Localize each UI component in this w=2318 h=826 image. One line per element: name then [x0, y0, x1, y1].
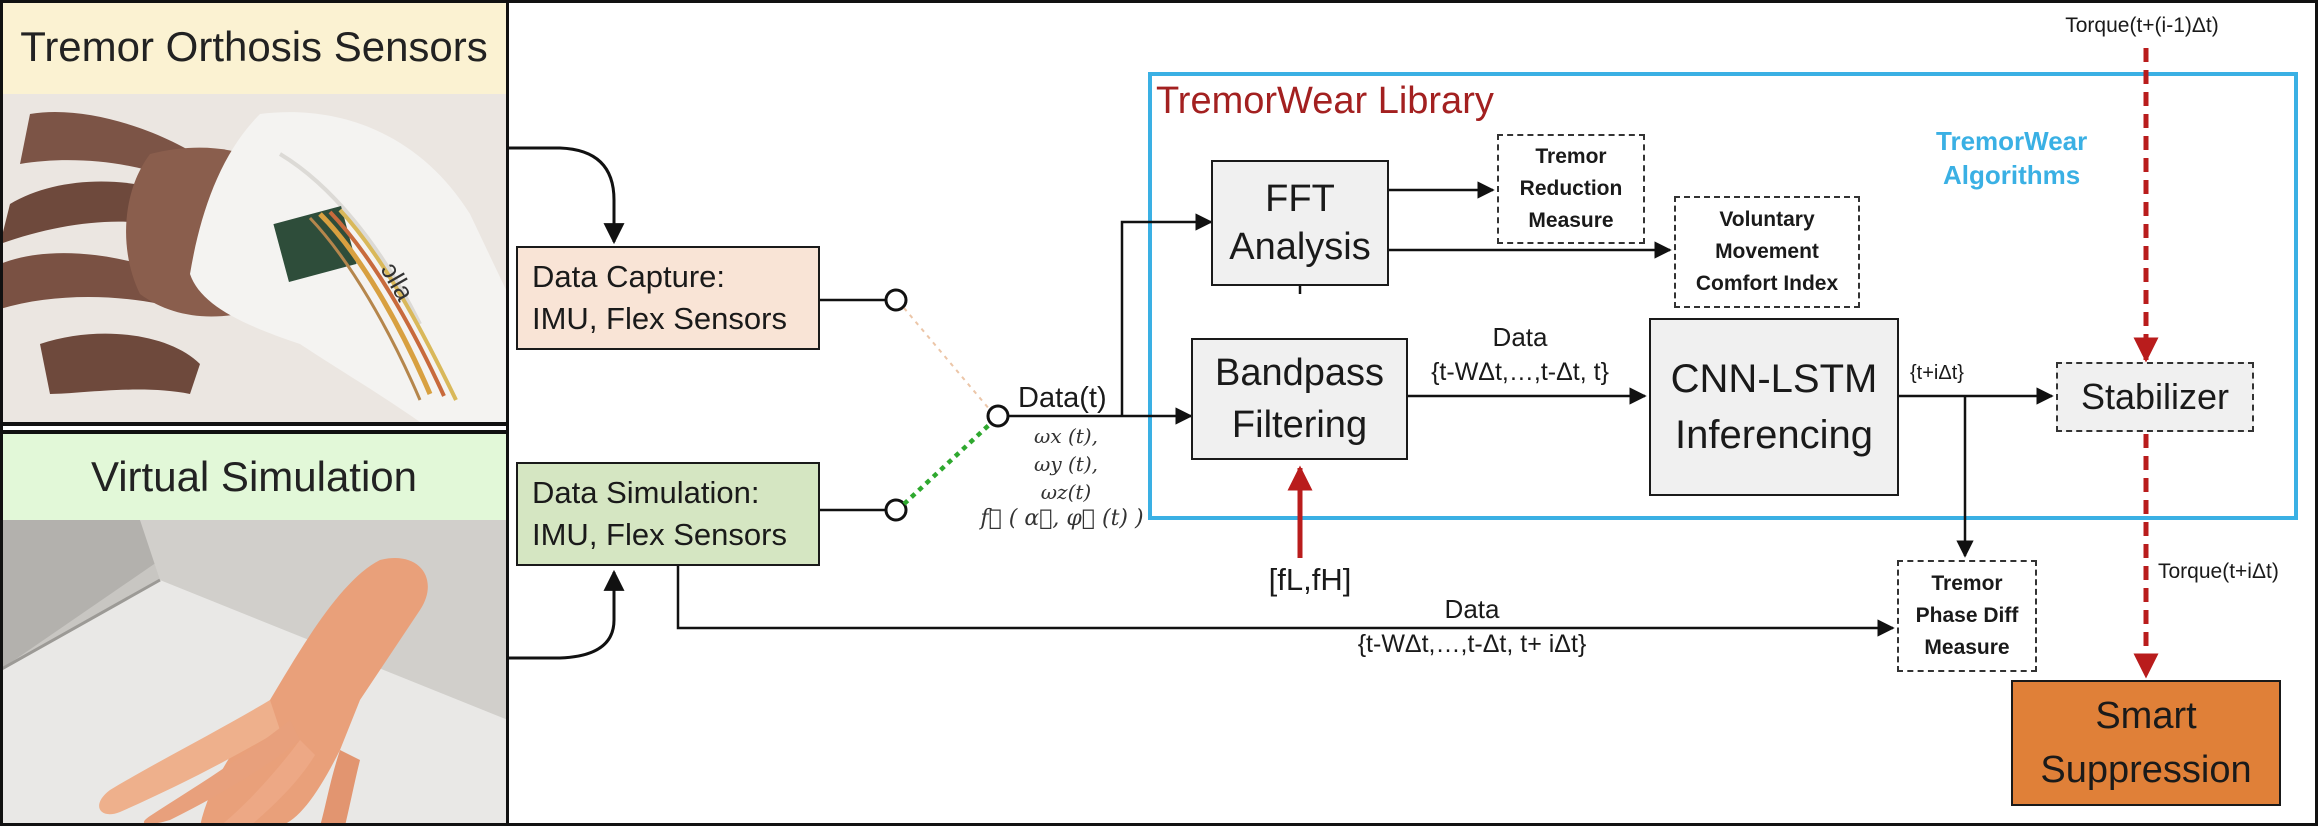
- tremor-orthosis-title: Tremor Orthosis Sensors: [20, 23, 488, 70]
- omega-z-label: ωz(t): [1040, 480, 1092, 504]
- voluntary-line-1: Voluntary: [1719, 208, 1815, 231]
- data-capture-block: Data Capture: IMU, Flex Sensors: [516, 246, 820, 350]
- phase-diff-line-3: Measure: [1924, 636, 2010, 659]
- algorithms-title: TremorWear Algorithms: [1936, 124, 2087, 192]
- data-capture-line-2: IMU, Flex Sensors: [532, 301, 787, 336]
- bandpass-line-2: Filtering: [1231, 404, 1368, 446]
- orthosis-photo: ɔlla: [0, 94, 508, 422]
- torque-next-label: Torque(t+iΔt): [2158, 560, 2279, 583]
- phase-diff-line-1: Tremor: [1931, 572, 2003, 595]
- data-to-fft-arrow: [1120, 213, 1213, 416]
- data-simulation-line-1: Data Simulation:: [532, 475, 760, 510]
- data-capture-line-1: Data Capture:: [532, 259, 725, 294]
- smart-line-1: Smart: [2095, 695, 2197, 737]
- data-simulation-line-2: IMU, Flex Sensors: [532, 517, 787, 552]
- virtual-simulation-header: Virtual Simulation: [0, 434, 508, 520]
- freq-bounds-label: [fL,fH]: [1268, 562, 1352, 597]
- sim-window-label: {t-WΔt,…,t-Δt, t+ iΔt}: [1357, 630, 1587, 658]
- smart-suppression-block: Smart Suppression: [2011, 680, 2281, 806]
- bandpass-filtering-block: Bandpass Filtering: [1191, 338, 1408, 460]
- voluntary-movement-block: Voluntary Movement Comfort Index: [1674, 196, 1860, 308]
- capture-switch-dotted-link: [903, 307, 991, 411]
- tremor-phase-diff-block: Tremor Phase Diff Measure: [1897, 560, 2037, 672]
- cnn-lstm-block: CNN-LSTM Inferencing: [1649, 318, 1899, 496]
- fft-analysis-block: FFT Analysis: [1211, 160, 1389, 286]
- reduction-line-3: Measure: [1528, 209, 1614, 232]
- simulation-switch-dotted-link: [902, 422, 992, 506]
- sim-data-label: Data: [1444, 594, 1500, 624]
- phase-diff-line-2: Phase Diff: [1915, 604, 2019, 627]
- omega-x-label: ωx (t),: [1034, 424, 1098, 448]
- fft-line-2: Analysis: [1229, 226, 1371, 268]
- voluntary-line-2: Movement: [1715, 240, 1819, 263]
- bandpass-line-1: Bandpass: [1214, 352, 1384, 394]
- tremor-reduction-measure-block: Tremor Reduction Measure: [1497, 134, 1645, 244]
- simulation-to-phase-diff-arrow: [676, 548, 1895, 637]
- data-simulation-block: Data Simulation: IMU, Flex Sensors: [516, 462, 820, 566]
- fft-line-1: FFT: [1265, 178, 1335, 220]
- torque-prev-label: Torque(t+(i-1)Δt): [2065, 14, 2219, 37]
- window-set-label: {t-WΔt,…,t-Δt, t}: [1431, 358, 1609, 386]
- reduction-line-2: Reduction: [1519, 177, 1623, 200]
- data-window-label: Data: [1492, 322, 1548, 352]
- stabilizer-label: Stabilizer: [2080, 376, 2230, 417]
- voluntary-line-3: Comfort Index: [1695, 272, 1839, 295]
- photo-to-capture-arrow: [508, 146, 625, 245]
- render-to-simulation-arrow: [508, 569, 625, 660]
- reduction-line-1: Tremor: [1535, 145, 1607, 168]
- cnn-line-2: Inferencing: [1675, 413, 1873, 457]
- tremorwear-library-box: [1148, 72, 2298, 520]
- left-panel-border: [506, 0, 509, 826]
- smart-line-2: Suppression: [2040, 749, 2252, 791]
- algorithms-line-2: Algorithms: [1943, 160, 2081, 190]
- simulation-switch-terminal: [884, 498, 908, 522]
- capture-switch-terminal: [884, 288, 908, 312]
- omega-y-label: ωy (t),: [1034, 452, 1098, 476]
- pred-time-label: {t+iΔt}: [1910, 362, 1964, 384]
- simulation-render: [0, 520, 508, 826]
- cnn-line-1: CNN-LSTM: [1670, 357, 1878, 401]
- library-title: TremorWear Library: [1156, 80, 1494, 122]
- stabilizer-block: Stabilizer: [2056, 362, 2254, 432]
- data-t-label: Data(t): [1018, 382, 1107, 414]
- panel-divider-gap: [0, 426, 508, 430]
- virtual-simulation-title: Virtual Simulation: [90, 453, 418, 500]
- algorithms-line-1: TremorWear: [1936, 126, 2088, 156]
- switch-common-terminal: [986, 404, 1010, 428]
- tremor-orthosis-header: Tremor Orthosis Sensors: [0, 0, 508, 94]
- f-vector-label: f⃗ ( α⃗, φ⃗ (t) ): [980, 506, 1144, 531]
